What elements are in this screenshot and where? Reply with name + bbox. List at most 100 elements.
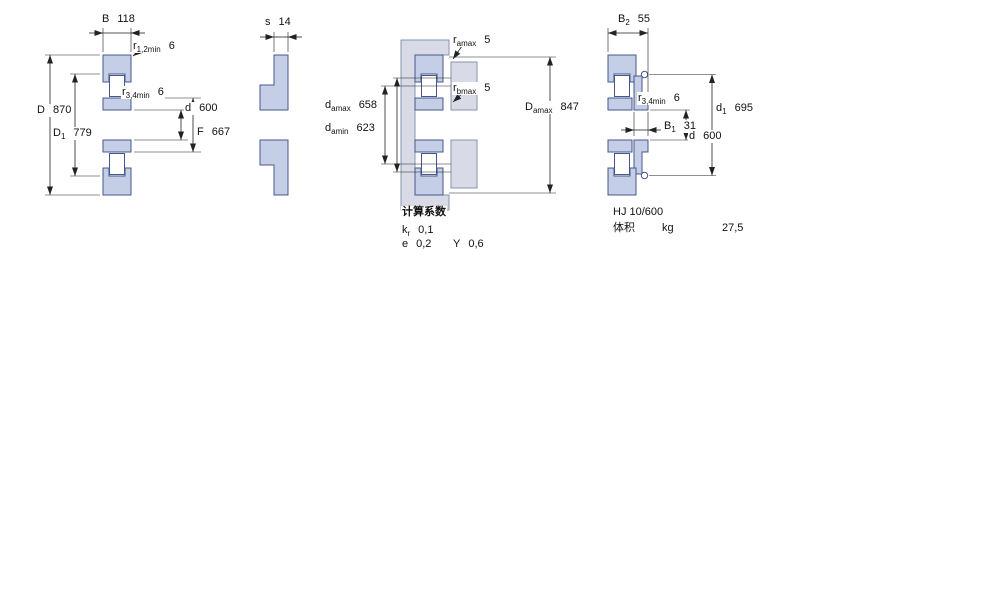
dim-label-B: B 118 [101, 13, 136, 26]
dim-symbol: D [53, 127, 61, 139]
dim-value: 600 [703, 130, 722, 142]
dim-symbol: r [638, 92, 642, 104]
dim-label-B2: B2 55 [617, 13, 652, 27]
dim-label-damax: damax 658 [324, 99, 379, 113]
bearing-cross-section [414, 54, 444, 196]
dim-label-s: s 14 [264, 16, 292, 29]
figure2-angle-ring-drawing [259, 32, 302, 196]
dim-value: 658 [358, 99, 378, 111]
dim-symbol: d [716, 102, 723, 114]
dim-value: 31 [683, 120, 697, 132]
factor-symbol: e [402, 238, 409, 250]
dim-value: 14 [278, 16, 291, 28]
dim-subscript: 1 [60, 132, 66, 141]
extension-line [273, 32, 289, 52]
extension-line [381, 85, 451, 165]
dim-subscript: amax [456, 39, 477, 48]
dim-subscript: bmax [456, 87, 477, 96]
dim-subscript: amin [331, 127, 349, 136]
inner-ring-section [607, 139, 633, 153]
dim-subscript: 1 [671, 125, 676, 134]
calc-factors-title: 计算系数 [401, 206, 447, 219]
dim-value: 695 [734, 102, 753, 114]
dim-symbol: F [197, 126, 204, 138]
factor-symbol: Y [453, 238, 461, 250]
extension-line [70, 73, 100, 177]
dim-value: 5 [484, 34, 491, 46]
dim-symbol: r [453, 82, 457, 94]
figure3-mounting-dimensions-drawing [381, 39, 556, 211]
roller-section [614, 153, 630, 175]
roller-section [614, 75, 630, 97]
extension-line [102, 28, 132, 52]
figure4-bearing-with-angle-ring-drawing [607, 28, 716, 196]
dim-label-r34min-fig4: r3,4min 6 [637, 92, 681, 106]
dim-symbol: B [664, 120, 672, 132]
dim-symbol: B [102, 13, 110, 25]
angle-ring-section [259, 54, 289, 111]
extension-line [393, 77, 451, 173]
dim-symbol: d [325, 122, 332, 134]
dim-symbol: d [689, 130, 696, 142]
lip-diameter-reference-point [640, 171, 649, 180]
dim-value: 6 [157, 86, 164, 98]
dim-value: 600 [199, 102, 218, 114]
dim-subscript: amax [331, 104, 351, 113]
factor-value: 0,1 [418, 224, 434, 236]
dim-value: 5 [484, 82, 491, 94]
factor-value: 0,6 [468, 238, 484, 250]
angle-ring-section [259, 139, 289, 196]
extension-line [45, 54, 100, 196]
mass-unit: kg [661, 222, 675, 235]
outer-ring-section [607, 54, 637, 83]
dim-label-d: d 600 [184, 102, 219, 115]
dim-symbol: D [525, 101, 533, 113]
factor-Y: Y 0,6 [452, 238, 485, 251]
dim-label-d1: d1 695 [715, 102, 754, 116]
dim-label-damin: damin 623 [324, 122, 376, 136]
dim-value: 847 [560, 101, 579, 113]
dim-value: 667 [211, 126, 231, 138]
leader-line [452, 93, 463, 103]
outer-ring-section [607, 167, 637, 196]
dim-value: 118 [117, 13, 135, 25]
dim-label-F: F 667 [196, 126, 232, 139]
dim-label-ramax: ramax 5 [452, 34, 492, 48]
dim-subscript: 3,4min [641, 97, 666, 106]
dim-symbol: s [265, 16, 271, 28]
factor-subscript: r [407, 229, 411, 238]
extension-line [649, 74, 716, 176]
dim-symbol: r [133, 40, 137, 52]
dim-subscript: 2 [625, 18, 630, 27]
extension-line [633, 112, 649, 136]
dim-value: 6 [168, 40, 175, 52]
dim-label-D: D 870 [36, 104, 73, 117]
extension-line [134, 109, 188, 141]
dim-label-d-fig4: d 600 [688, 130, 723, 143]
dim-symbol: d [325, 99, 332, 111]
dim-label-rbmax: rbmax 5 [452, 82, 492, 96]
bearing-cross-section [102, 54, 132, 196]
factor-value: 0,2 [416, 238, 432, 250]
dim-symbol: d [185, 102, 192, 114]
dim-value: 6 [673, 92, 680, 104]
mass-value: 27,5 [721, 222, 745, 235]
dim-value: 623 [356, 122, 375, 134]
extension-line [449, 56, 556, 194]
dim-symbol: r [453, 34, 457, 46]
mass-label: 体积 [612, 222, 636, 235]
factor-e: e 0,2 [401, 238, 433, 251]
lip-diameter-reference-point [640, 70, 649, 79]
dim-subscript: 1 [722, 107, 727, 116]
dim-value: 55 [637, 13, 651, 25]
dim-value: 870 [52, 104, 72, 116]
dim-symbol: D [37, 104, 45, 116]
shaft-abutment-section [450, 139, 478, 189]
dim-symbol: B [618, 13, 626, 25]
